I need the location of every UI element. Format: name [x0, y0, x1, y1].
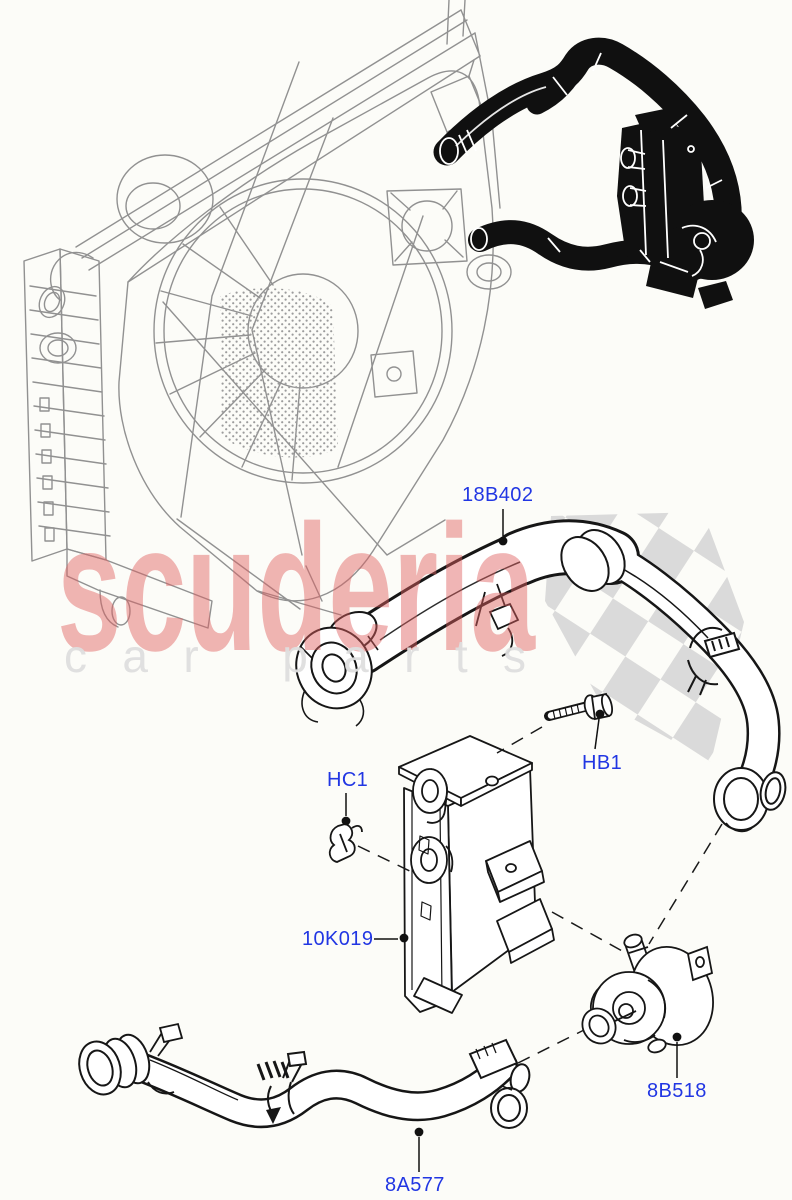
- watermark: scuderia car parts: [57, 488, 536, 689]
- part-label-hose-upper[interactable]: 18B402: [462, 484, 534, 506]
- radiator-fan-assembly-sketch: [23, 0, 512, 629]
- watermark-brand-text: scuderia: [57, 488, 536, 689]
- bracket-10K019-drawing: [398, 735, 555, 1014]
- part-label-clip[interactable]: HC1: [327, 769, 369, 791]
- bolt-HB1-drawing: [544, 692, 614, 721]
- pump-8B518-drawing: [581, 933, 714, 1054]
- part-label-hose-lower[interactable]: 8A577: [385, 1174, 445, 1196]
- hose-8A577-drawing: [78, 1022, 531, 1129]
- installed-hose-tank-silhouette: [433, 37, 754, 309]
- leader-lines: [341, 509, 682, 1172]
- watermark-subtitle-text: car parts: [64, 630, 526, 682]
- leader-dot: [498, 536, 508, 546]
- leader-dot: [672, 1032, 682, 1042]
- leader-dot: [341, 816, 351, 826]
- part-label-bracket[interactable]: 10K019: [302, 928, 374, 950]
- leader-dot: [414, 1127, 424, 1137]
- assembly-guide-lines: [357, 726, 723, 1064]
- hose-18B402-drawing: [295, 519, 787, 833]
- leader-dot: [399, 933, 409, 943]
- part-label-bolt[interactable]: HB1: [582, 752, 623, 774]
- leader-dot: [595, 709, 605, 719]
- part-label-pump[interactable]: 8B518: [647, 1080, 707, 1102]
- clip-HC1-drawing: [328, 823, 363, 863]
